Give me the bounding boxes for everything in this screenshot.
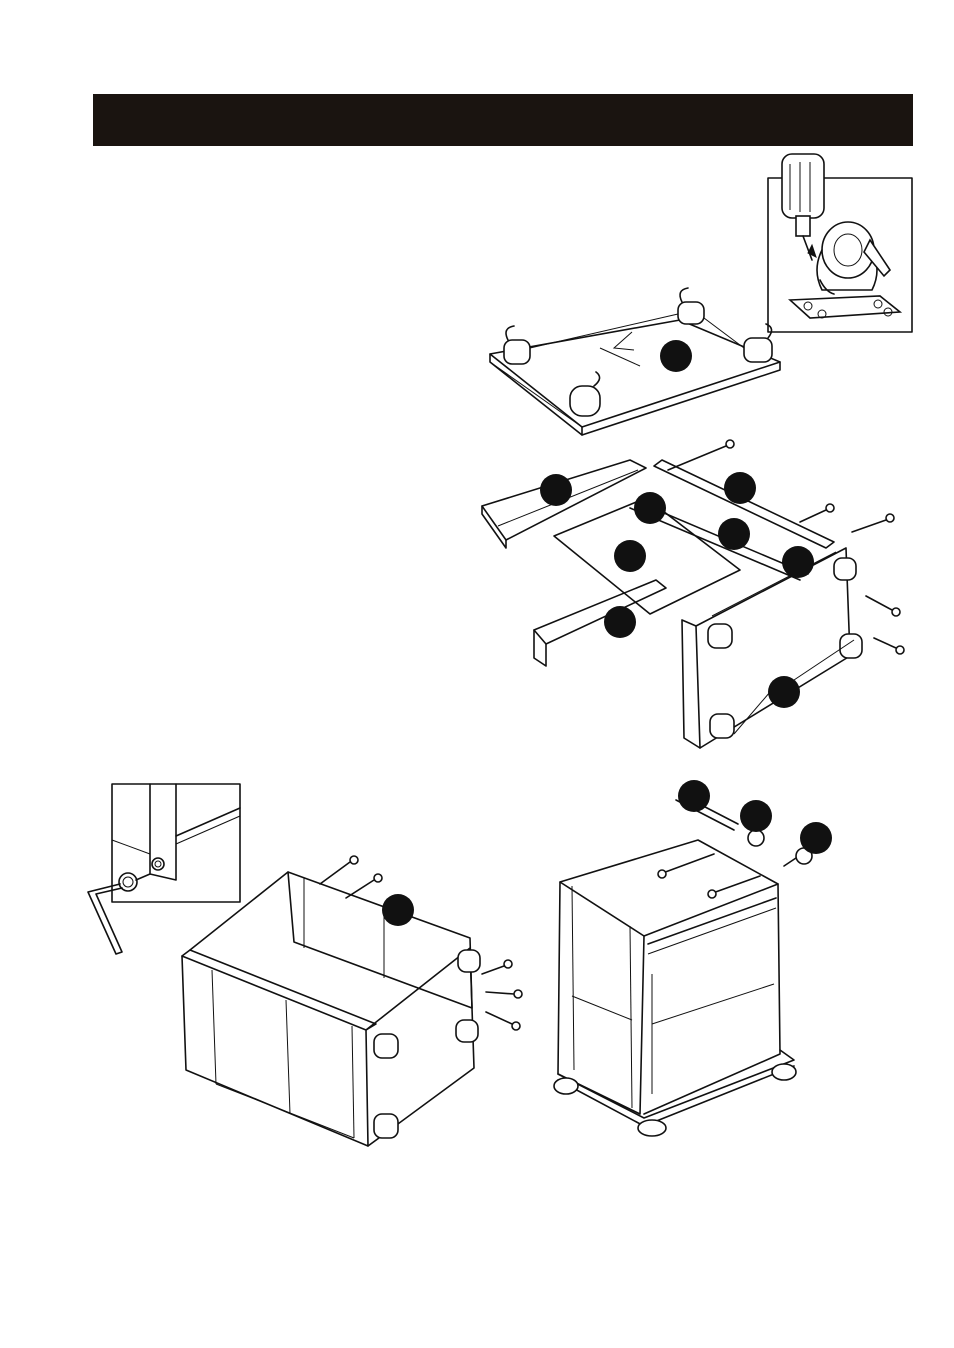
assembled-frame-with-bolts <box>170 838 530 1154</box>
callout-dot <box>678 780 710 812</box>
callout-dot <box>614 540 646 572</box>
callout-dot <box>782 546 814 578</box>
callout-dot <box>724 472 756 504</box>
callout-dot <box>740 800 772 832</box>
exploded-frame-assembly <box>470 430 910 760</box>
cart-frame-with-axle <box>548 774 848 1146</box>
section-header-bar <box>93 94 913 146</box>
callout-dot <box>382 894 414 926</box>
callout-dot <box>800 822 832 854</box>
callout-dot <box>718 518 750 550</box>
callout-dot <box>660 340 692 372</box>
callout-dot <box>634 492 666 524</box>
callout-dot <box>604 606 636 638</box>
callout-dot <box>768 676 800 708</box>
callout-dot <box>540 474 572 506</box>
base-panel-with-casters <box>482 282 792 442</box>
